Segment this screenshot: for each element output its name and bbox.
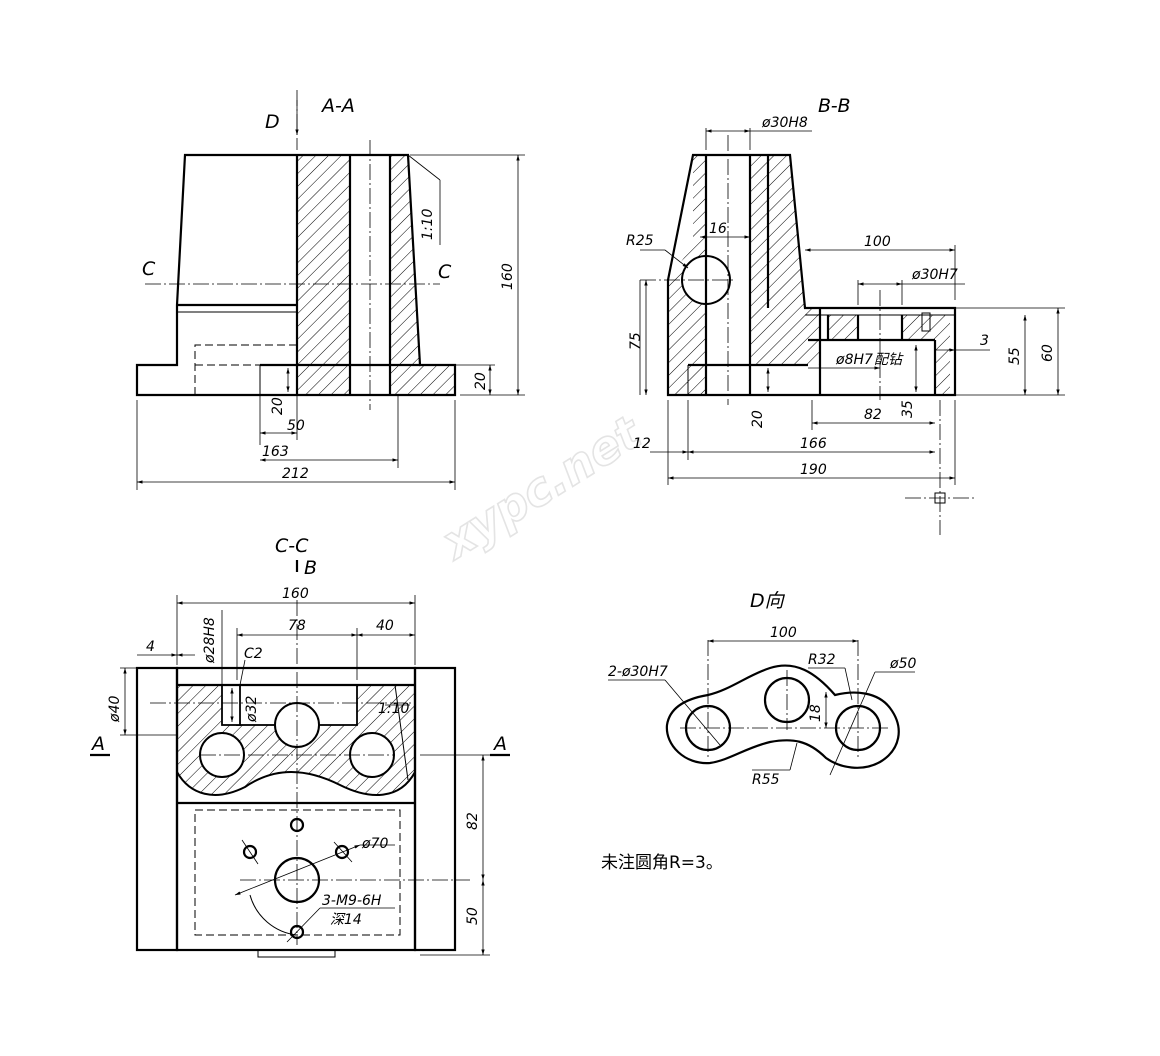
bb-dim-190: 190 xyxy=(800,462,827,478)
bb-dim-75: 75 xyxy=(628,332,644,350)
view-cc xyxy=(90,560,510,958)
cc-section-a-left: A xyxy=(90,733,105,755)
aa-dim-base-20: 20 xyxy=(473,372,489,390)
view-aa xyxy=(135,90,525,490)
aa-dim-212: 212 xyxy=(282,466,309,482)
cc-dim-4: 4 xyxy=(146,639,155,655)
aa-dim-50: 50 xyxy=(287,418,305,434)
cc-dim-bore: ø28H8 xyxy=(202,617,218,664)
cc-dim-78: 78 xyxy=(288,618,306,634)
cc-dim-70: ø70 xyxy=(361,836,388,852)
d-dim-100: 100 xyxy=(770,625,797,641)
bb-dim-20: 20 xyxy=(750,410,766,428)
bb-hatch-flange xyxy=(828,315,858,340)
bb-dim-82: 82 xyxy=(864,407,882,423)
bb-dim-100: 100 xyxy=(864,234,891,250)
aa-taper-label: 1:10 xyxy=(420,208,436,240)
bb-dim-pin: ø8H7 xyxy=(835,352,873,368)
bb-dim-35: 35 xyxy=(900,400,916,418)
d-dim-50: ø50 xyxy=(889,656,916,672)
cc-dim-40: 40 xyxy=(376,618,394,634)
aa-dim-163: 163 xyxy=(262,444,289,460)
d-dim-r32: R32 xyxy=(808,652,836,668)
aa-dim-wall-20: 20 xyxy=(270,397,286,415)
aa-hatch-right xyxy=(390,155,455,395)
cc-dim-82: 82 xyxy=(465,812,481,830)
cc-right-flange xyxy=(413,666,457,952)
bb-dim-12: 12 xyxy=(633,436,651,452)
cc-dim-40v: ø40 xyxy=(107,696,123,723)
bb-dim-166: 166 xyxy=(800,436,827,452)
d-title: D向 xyxy=(750,590,786,612)
cc-taper-label: 1:10 xyxy=(378,701,410,717)
cc-thread-depth: 深14 xyxy=(330,912,362,928)
bb-outline xyxy=(666,153,957,397)
d-dim-18: 18 xyxy=(808,704,824,722)
d-dim-holes: 2-ø30H7 xyxy=(608,664,668,680)
aa-section-c-left: C xyxy=(142,258,156,280)
cc-dim-160: 160 xyxy=(282,586,309,602)
cc-section-a-right: A xyxy=(492,733,507,755)
bb-title: B-B xyxy=(818,95,851,117)
cc-left-flange xyxy=(135,666,179,952)
watermark: xypc.net xyxy=(431,404,652,570)
view-d xyxy=(608,639,915,776)
cc-body xyxy=(175,666,417,952)
cc-arrow-b-label: B xyxy=(304,557,317,579)
cc-dim-chamfer: C2 xyxy=(244,646,263,662)
bb-dim-16: 16 xyxy=(709,221,727,237)
d-outline xyxy=(665,664,900,769)
bb-dim-bore: ø30H8 xyxy=(761,115,808,131)
bb-dim-55: 55 xyxy=(1007,347,1023,365)
cc-title: C-C xyxy=(275,535,309,557)
aa-section-c-right: C xyxy=(438,261,452,283)
view-bb xyxy=(639,128,1065,535)
bb-dim-60: 60 xyxy=(1040,344,1056,362)
bb-pin-note: 配钻 xyxy=(874,352,904,368)
bb-hatch-mid xyxy=(750,155,820,365)
aa-title: A-A xyxy=(320,95,355,117)
d-dim-r55: R55 xyxy=(752,772,780,788)
bb-dim-3: 3 xyxy=(980,333,989,349)
cc-dim-32: ø32 xyxy=(244,696,260,723)
cc-dim-50: 50 xyxy=(465,907,481,925)
bb-hatch-flange2 xyxy=(902,315,950,395)
bb-dim-r25: R25 xyxy=(626,233,654,249)
aa-dim-160: 160 xyxy=(500,263,516,290)
cc-thread: 3-M9-6H xyxy=(322,893,382,909)
aa-hatch-left xyxy=(297,155,350,395)
general-note: 未注圆角R=3。 xyxy=(601,853,723,873)
aa-arrow-d-label: D xyxy=(265,111,280,133)
bb-dim-bore2: ø30H7 xyxy=(911,267,958,283)
